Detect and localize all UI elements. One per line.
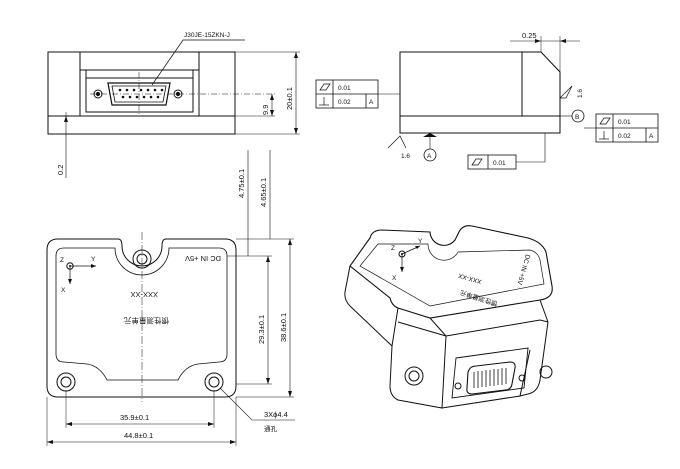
- top-axis-z: Z: [60, 257, 64, 264]
- datum-b-text: B: [575, 114, 579, 121]
- iso-axis-y: Y: [418, 238, 423, 245]
- iso-right-block: [519, 299, 549, 397]
- roughness-symbol-bottom: [387, 135, 407, 149]
- fcf-bottom-flatness-value: 0.01: [493, 160, 506, 167]
- front-view: [47, 39, 300, 178]
- hole-callout-text: 3Xϕ4.4: [264, 410, 288, 419]
- dim-outer-height-text: 38.6±0.1: [279, 313, 288, 342]
- front-base-dim-text: 0.2: [56, 165, 65, 175]
- iso-model-label: XXX-XX: [457, 271, 482, 284]
- iso-power-label: DC IN +5V: [515, 253, 531, 286]
- datum-a-text: A: [427, 153, 432, 160]
- hole-note-text: 通孔: [264, 424, 278, 433]
- iso-top-face: [349, 225, 553, 319]
- fcf-bottom: [467, 133, 546, 170]
- fcf-left-perp-value: 0.02: [338, 99, 351, 106]
- iso-connector-recess: [451, 347, 529, 399]
- fcf-left: [315, 79, 400, 109]
- top-axis-y: Y: [91, 256, 96, 263]
- iso-view: [344, 225, 553, 409]
- fcf-right: [584, 113, 659, 143]
- top-mount-hole-left: [56, 372, 76, 392]
- top-inner-outline: [55, 247, 228, 381]
- connector-callout-text: J30JE-15ZKN-J: [184, 32, 230, 39]
- iso-mount-hole-left: [404, 366, 424, 386]
- iso-dsub-shell: [466, 361, 516, 395]
- fcf-right-flatness-value: 0.01: [618, 119, 631, 126]
- top-model-label: XXX-XX: [130, 290, 158, 299]
- dim-inner-height-text: 29.3±0.1: [257, 315, 266, 344]
- iso-axis-z: Z: [391, 245, 395, 252]
- dsub-connector-inner: [111, 85, 167, 103]
- datum-b-bubble: [571, 109, 585, 123]
- connector-callout-leader: [151, 39, 245, 86]
- top-mount-hole-left-inner: [60, 376, 72, 388]
- dsub-connector-shell: [107, 82, 171, 106]
- iso-mount-hole-right: [539, 365, 553, 379]
- dim-offset-1-text: 4.75±0.1: [237, 169, 246, 198]
- front-body-outline: [47, 51, 236, 135]
- hole-callout-leader: [219, 387, 295, 421]
- iso-top-inner: [359, 243, 545, 307]
- fcf-right-perp-value: 0.02: [618, 133, 631, 140]
- fcf-right-perp-datum: A: [649, 133, 654, 140]
- front-connector-recess: [85, 77, 194, 113]
- top-body-outline: [46, 238, 237, 398]
- front-height-dim-text: 20±0.1: [285, 87, 294, 110]
- roughness-symbol-right: [559, 85, 573, 99]
- top-axis-x: X: [61, 287, 66, 294]
- roughness-bottom-text: 1.6: [401, 153, 410, 160]
- top-power-label: DC IN +5V: [185, 254, 221, 263]
- dsub-pins: [118, 88, 164, 99]
- fcf-left-flatness-value: 0.01: [338, 85, 351, 92]
- roughness-top-text: 1.6: [577, 89, 584, 98]
- iso-axis-x: X: [392, 275, 397, 282]
- front-connector-dim-text: 9.9: [261, 105, 270, 115]
- top-view: [46, 150, 295, 446]
- iso-mount-hole-left-inner: [408, 370, 420, 382]
- dim-hole-spacing-text: 35.9±0.1: [120, 413, 149, 422]
- dim-offset-2-text: 4.65±0.1: [259, 178, 268, 207]
- side-body-outline: [399, 51, 561, 134]
- iso-dsub-screw-right: [518, 374, 526, 382]
- iso-dsub-screw-left: [454, 382, 462, 390]
- fcf-left-perp-datum: A: [369, 99, 374, 106]
- iso-product-name: 惯性测量单元: [458, 288, 498, 309]
- chamfer-dim-text: 0.25: [522, 31, 537, 40]
- iso-left-face: [344, 265, 399, 348]
- dim-width-text: 44.8±0.1: [124, 431, 153, 440]
- datum-a-bubble: [423, 148, 437, 162]
- top-product-name: 惯性测量单元: [124, 316, 169, 326]
- iso-left-block: [389, 321, 447, 409]
- iso-dsub-pins: [473, 368, 507, 388]
- side-view: [315, 36, 659, 170]
- top-mount-hole-right-inner: [208, 376, 220, 388]
